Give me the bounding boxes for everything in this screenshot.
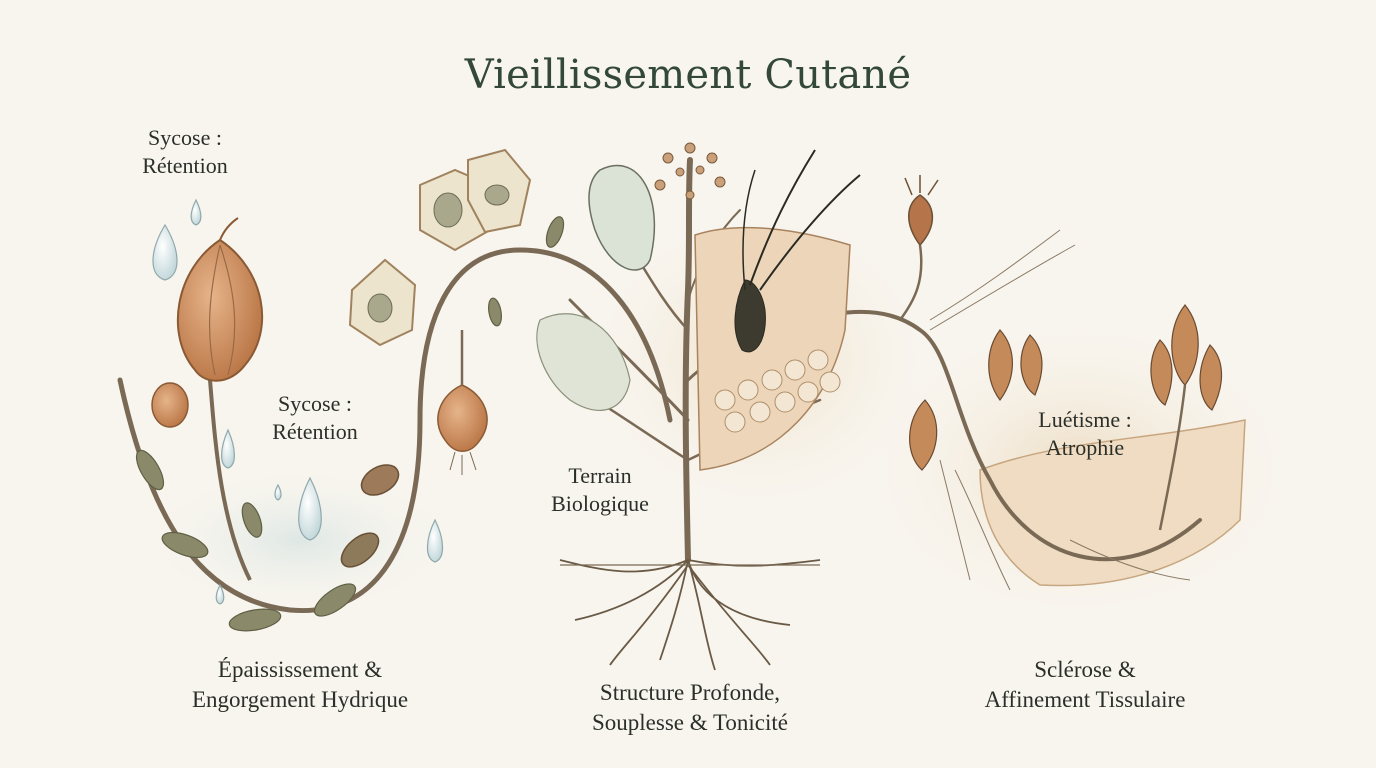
label-luetisme: Luétisme : Atrophie [1015, 406, 1155, 462]
caption-left-line2: Engorgement Hydrique [191, 687, 409, 712]
caption-center-line2: Souplesse & Tonicité [591, 710, 788, 735]
hair-strand-2 [759, 174, 861, 291]
left-leaves [135, 216, 565, 632]
caption-right-line2: Affinement Tissulaire [984, 687, 1186, 712]
cell-nuclei [367, 184, 510, 323]
label-terrain: Terrain Biologique [535, 462, 665, 518]
caption-left-line1: Épaississement & [217, 657, 383, 682]
label-luetisme-line2: Atrophie [1045, 435, 1125, 460]
label-sycose-mid: Sycose : Rétention [250, 390, 380, 446]
veined-leaf [588, 164, 656, 271]
rootlets-right [929, 229, 1191, 591]
label-sycose-top-line1: Sycose : [148, 125, 222, 150]
caption-right-line1: Sclérose & [1034, 657, 1136, 682]
label-sycose-mid-line2: Rétention [272, 419, 358, 444]
hair-strand-3 [742, 169, 756, 291]
caption-right: Sclérose & Affinement Tissulaire [935, 655, 1235, 715]
label-terrain-line1: Terrain [568, 463, 632, 488]
main-stem [117, 247, 673, 614]
caption-center-line1: Structure Profonde, [599, 680, 781, 705]
skin-cells [714, 349, 841, 433]
dry-stalk [1158, 384, 1187, 531]
cell-tissue-left [536, 313, 631, 411]
hair-follicle [734, 279, 766, 353]
hair-strand-1 [749, 149, 816, 286]
label-terrain-line2: Biologique [551, 491, 649, 516]
tree-roots [559, 559, 821, 671]
label-luetisme-line1: Luétisme : [1038, 407, 1132, 432]
water-drops [152, 198, 444, 605]
dry-leaves [909, 304, 1223, 471]
onion-bulb-large [176, 217, 264, 382]
page-title: Vieillissement Cutané [464, 52, 912, 98]
caption-center: Structure Profonde, Souplesse & Tonicité [540, 678, 840, 738]
skin-tissue [694, 226, 851, 471]
withered-flower [898, 175, 939, 321]
flower-head [654, 142, 726, 200]
right-stem [758, 309, 1202, 562]
left-stem-branch [208, 379, 252, 581]
bud-1 [360, 464, 400, 496]
caption-left: Épaississement & Engorgement Hydrique [150, 655, 450, 715]
bud-2 [340, 532, 380, 568]
label-sycose-top-line2: Rétention [142, 153, 228, 178]
onion-bulb-hanging [437, 330, 488, 475]
label-sycose-mid-line1: Sycose : [278, 391, 352, 416]
onion-bulb-small-1 [151, 382, 189, 428]
label-sycose-top: Sycose : Rétention [120, 124, 250, 180]
